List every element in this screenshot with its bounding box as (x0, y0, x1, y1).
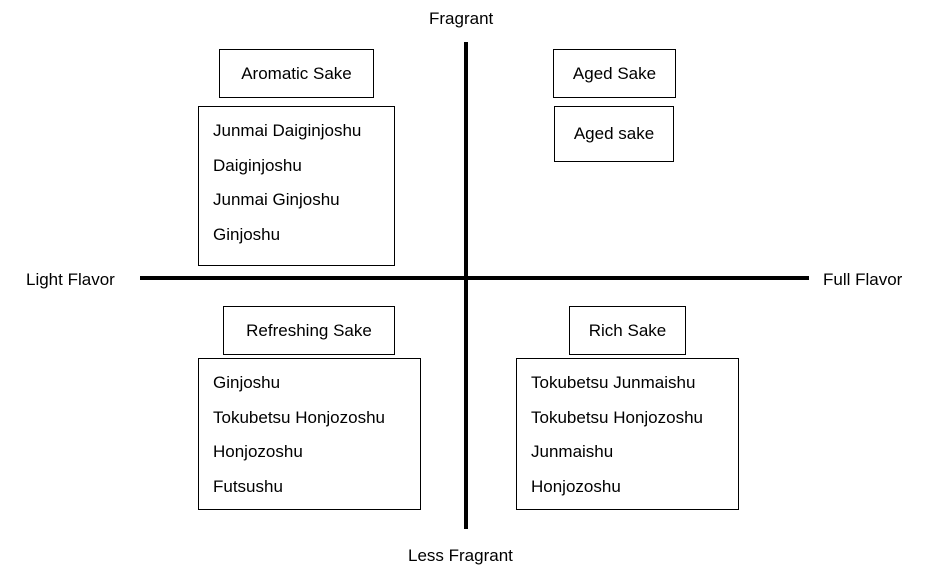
aged-sake-title-box: Aged Sake (553, 49, 676, 98)
list-item: Honjozoshu (531, 476, 621, 496)
aged-sake-list-box: Aged sake (554, 106, 674, 162)
refreshing-sake-title-box: Refreshing Sake (223, 306, 395, 355)
horizontal-axis-line (140, 276, 809, 280)
list-item: Tokubetsu Junmaishu (531, 373, 696, 392)
list-item: Honjozoshu (213, 442, 303, 462)
refreshing-sake-list-box: Ginjoshu Tokubetsu Honjozoshu Honjozoshu… (198, 358, 421, 510)
list-item: Junmai Ginjoshu (213, 190, 340, 210)
axis-label-left: Light Flavor (26, 270, 115, 289)
aromatic-sake-list-box: Junmai Daiginjoshu Daiginjoshu Junmai Gi… (198, 106, 395, 266)
vertical-axis-line (464, 42, 468, 529)
list-item: Junmai Daiginjoshu (213, 121, 362, 140)
rich-sake-list: Tokubetsu Junmaishu Tokubetsu Honjozoshu… (531, 373, 738, 511)
list-item: Ginjoshu (213, 224, 281, 244)
axis-label-bottom: Less Fragrant (408, 546, 513, 565)
aged-sake-title: Aged Sake (572, 63, 657, 83)
aromatic-sake-title-box: Aromatic Sake (219, 49, 374, 98)
list-item: Aged sake (573, 124, 655, 143)
aromatic-sake-title: Aromatic Sake (241, 63, 352, 83)
rich-sake-title: Rich Sake (588, 320, 667, 340)
refreshing-sake-title: Refreshing Sake (246, 320, 372, 340)
axis-label-right: Full Flavor (823, 270, 903, 289)
list-item: Daiginjoshu (213, 155, 302, 175)
list-item: Tokubetsu Honjozoshu (531, 407, 704, 427)
list-item: Futsushu (213, 476, 283, 496)
axis-label-top: Fragrant (429, 9, 494, 28)
list-item: Ginjoshu (213, 373, 281, 392)
rich-sake-list-box: Tokubetsu Junmaishu Tokubetsu Honjozoshu… (516, 358, 739, 510)
refreshing-sake-list: Ginjoshu Tokubetsu Honjozoshu Honjozoshu… (213, 373, 420, 511)
rich-sake-title-box: Rich Sake (569, 306, 686, 355)
aromatic-sake-list: Junmai Daiginjoshu Daiginjoshu Junmai Gi… (213, 121, 394, 259)
list-item: Junmaishu (531, 442, 614, 462)
list-item: Tokubetsu Honjozoshu (213, 407, 386, 427)
